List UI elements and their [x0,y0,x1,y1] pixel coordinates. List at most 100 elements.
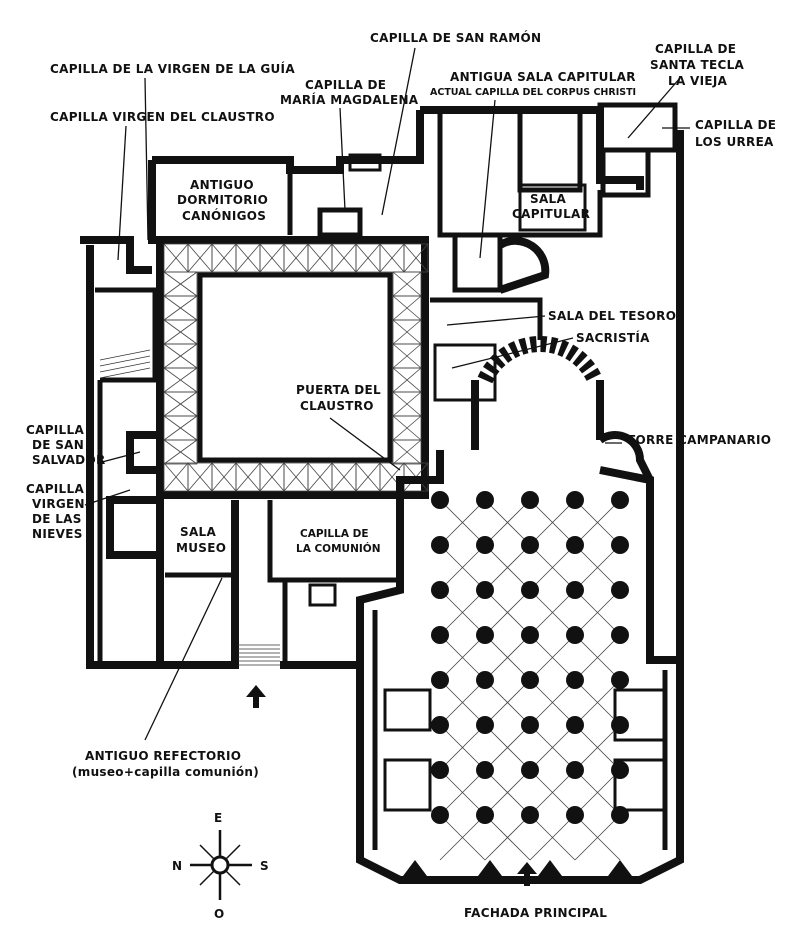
label-capilla-urrea-2: LOS URREA [695,135,774,149]
cloister-vault-cell [392,439,422,465]
cloister-vault-rib [259,243,285,273]
cloister-vault-rib [392,439,422,465]
nave-pier [566,536,584,554]
nave-vault-rib [574,814,621,861]
nave-vault-rib [529,769,576,816]
nave-pier [521,626,539,644]
nave-pier [566,671,584,689]
leader-lines [84,47,690,741]
cloister-vault-rib [307,462,333,492]
nave-pier [566,806,584,824]
nave-vault-rib [484,724,531,771]
cloister-vault-rib [331,462,357,492]
nave-pier [431,716,449,734]
nave-pier [521,581,539,599]
label-antiguo-refectorio-1: ANTIGUO REFECTORIO [85,749,241,763]
nave-vault-rib [529,814,576,861]
nave-vault-rib [574,589,621,636]
nave-vault-rib [439,679,486,726]
cloister-vault-rib [163,243,189,273]
nave-pier [566,491,584,509]
compass-west: O [214,907,225,921]
label-capilla-virgen-claustro: CAPILLA VIRGEN DEL CLAUSTRO [50,110,275,124]
cloister-vault-rib [392,295,422,321]
label-capilla-virgen-nieves-1: CAPILLA [26,482,84,496]
label-sala-museo-1: SALA [180,525,216,539]
cloister-vault-rib [211,462,237,492]
cloister-vault-rib [235,243,261,273]
nave-pier [431,671,449,689]
nave-pier [431,536,449,554]
cloister-vault-rib [355,462,381,492]
label-fachada-principal: FACHADA PRINCIPAL [464,906,607,920]
label-capilla-san-salvador-3: SALVADOR [32,453,106,467]
label-capilla-virgen-guia: CAPILLA DE LA VIRGEN DE LA GUÍA [50,61,295,76]
nave-pier [611,626,629,644]
nave-vault-rib [574,724,621,771]
nave-pier [476,671,494,689]
nave-vault-rib [484,589,531,636]
nave-vault-rib [439,589,486,636]
nave-pier [521,671,539,689]
cloister-vault-rib [163,367,198,393]
compass-south: S [260,859,269,873]
cloister-vault-rib [392,319,422,345]
nave-pier [476,806,494,824]
compass-east: E [214,811,223,825]
labels: CAPILLA DE SAN RAMÓN CAPILLA DE LA VIRGE… [26,30,776,920]
nave-pier [476,491,494,509]
cloister-vault-rib [163,391,198,417]
label-puerta-claustro-1: PUERTA DEL [296,383,381,397]
nave-pier [476,716,494,734]
nave-pier [476,536,494,554]
nave-pier [521,491,539,509]
cloister-vault-rib [307,243,333,273]
nave-pier [521,716,539,734]
label-antiguo-dormitorio-1: ANTIGUO [190,178,254,192]
label-capilla-san-salvador-1: CAPILLA [26,423,84,437]
cloister-vault-rib [379,462,405,492]
label-antiguo-dormitorio-2: DORMITORIO [177,193,268,207]
label-capilla-comunion-1: CAPILLA DE [300,528,369,540]
compass-north: N [172,859,182,873]
nave-vault-rib [439,634,486,681]
label-capilla-maria-magdalena-2: MARÍA MAGDALENA [280,92,419,107]
label-capilla-maria-magdalena-1: CAPILLA DE [305,78,386,92]
nave-pier [431,761,449,779]
nave-pier [476,626,494,644]
cloister-vault-rib [235,462,261,492]
nave-vault-rib [439,544,486,591]
nave-pier [521,536,539,554]
cloister-vault-rib [392,391,422,417]
nave-vault-rib [529,634,576,681]
nave-pier [566,626,584,644]
compass-rose: E N S O [172,811,269,921]
cloister-vault-rib [187,243,213,273]
nave-vault-rib [484,499,531,546]
nave-vault-rib [439,769,486,816]
nave-pier [431,491,449,509]
cloister-vault-rib [163,295,198,321]
cloister-vault-rib [283,243,309,273]
label-capilla-san-ramon: CAPILLA DE SAN RAMÓN [370,30,541,45]
label-capilla-virgen-nieves-2: VIRGEN [32,497,85,511]
nave-pier [476,761,494,779]
cloister-vault-rib [163,415,198,441]
cloister-vault-rib [283,462,309,492]
cloister-vault-rib [163,319,198,345]
entrance-arrow-museum [246,685,266,708]
nave-pier [611,716,629,734]
nave-pier [566,716,584,734]
nave-vault-rib [529,544,576,591]
cathedral-nave [356,431,684,884]
label-capilla-santa-tecla-1: CAPILLA DE [655,42,736,56]
cloister-vault-rib [187,462,213,492]
cloister-vault-rib [392,343,422,369]
nave-vault-rib [529,679,576,726]
nave-pier [431,626,449,644]
nave-pier [521,761,539,779]
label-antiguo-dormitorio-3: CANÓNIGOS [182,208,266,223]
nave-vault-rib [574,679,621,726]
nave-pier [566,761,584,779]
